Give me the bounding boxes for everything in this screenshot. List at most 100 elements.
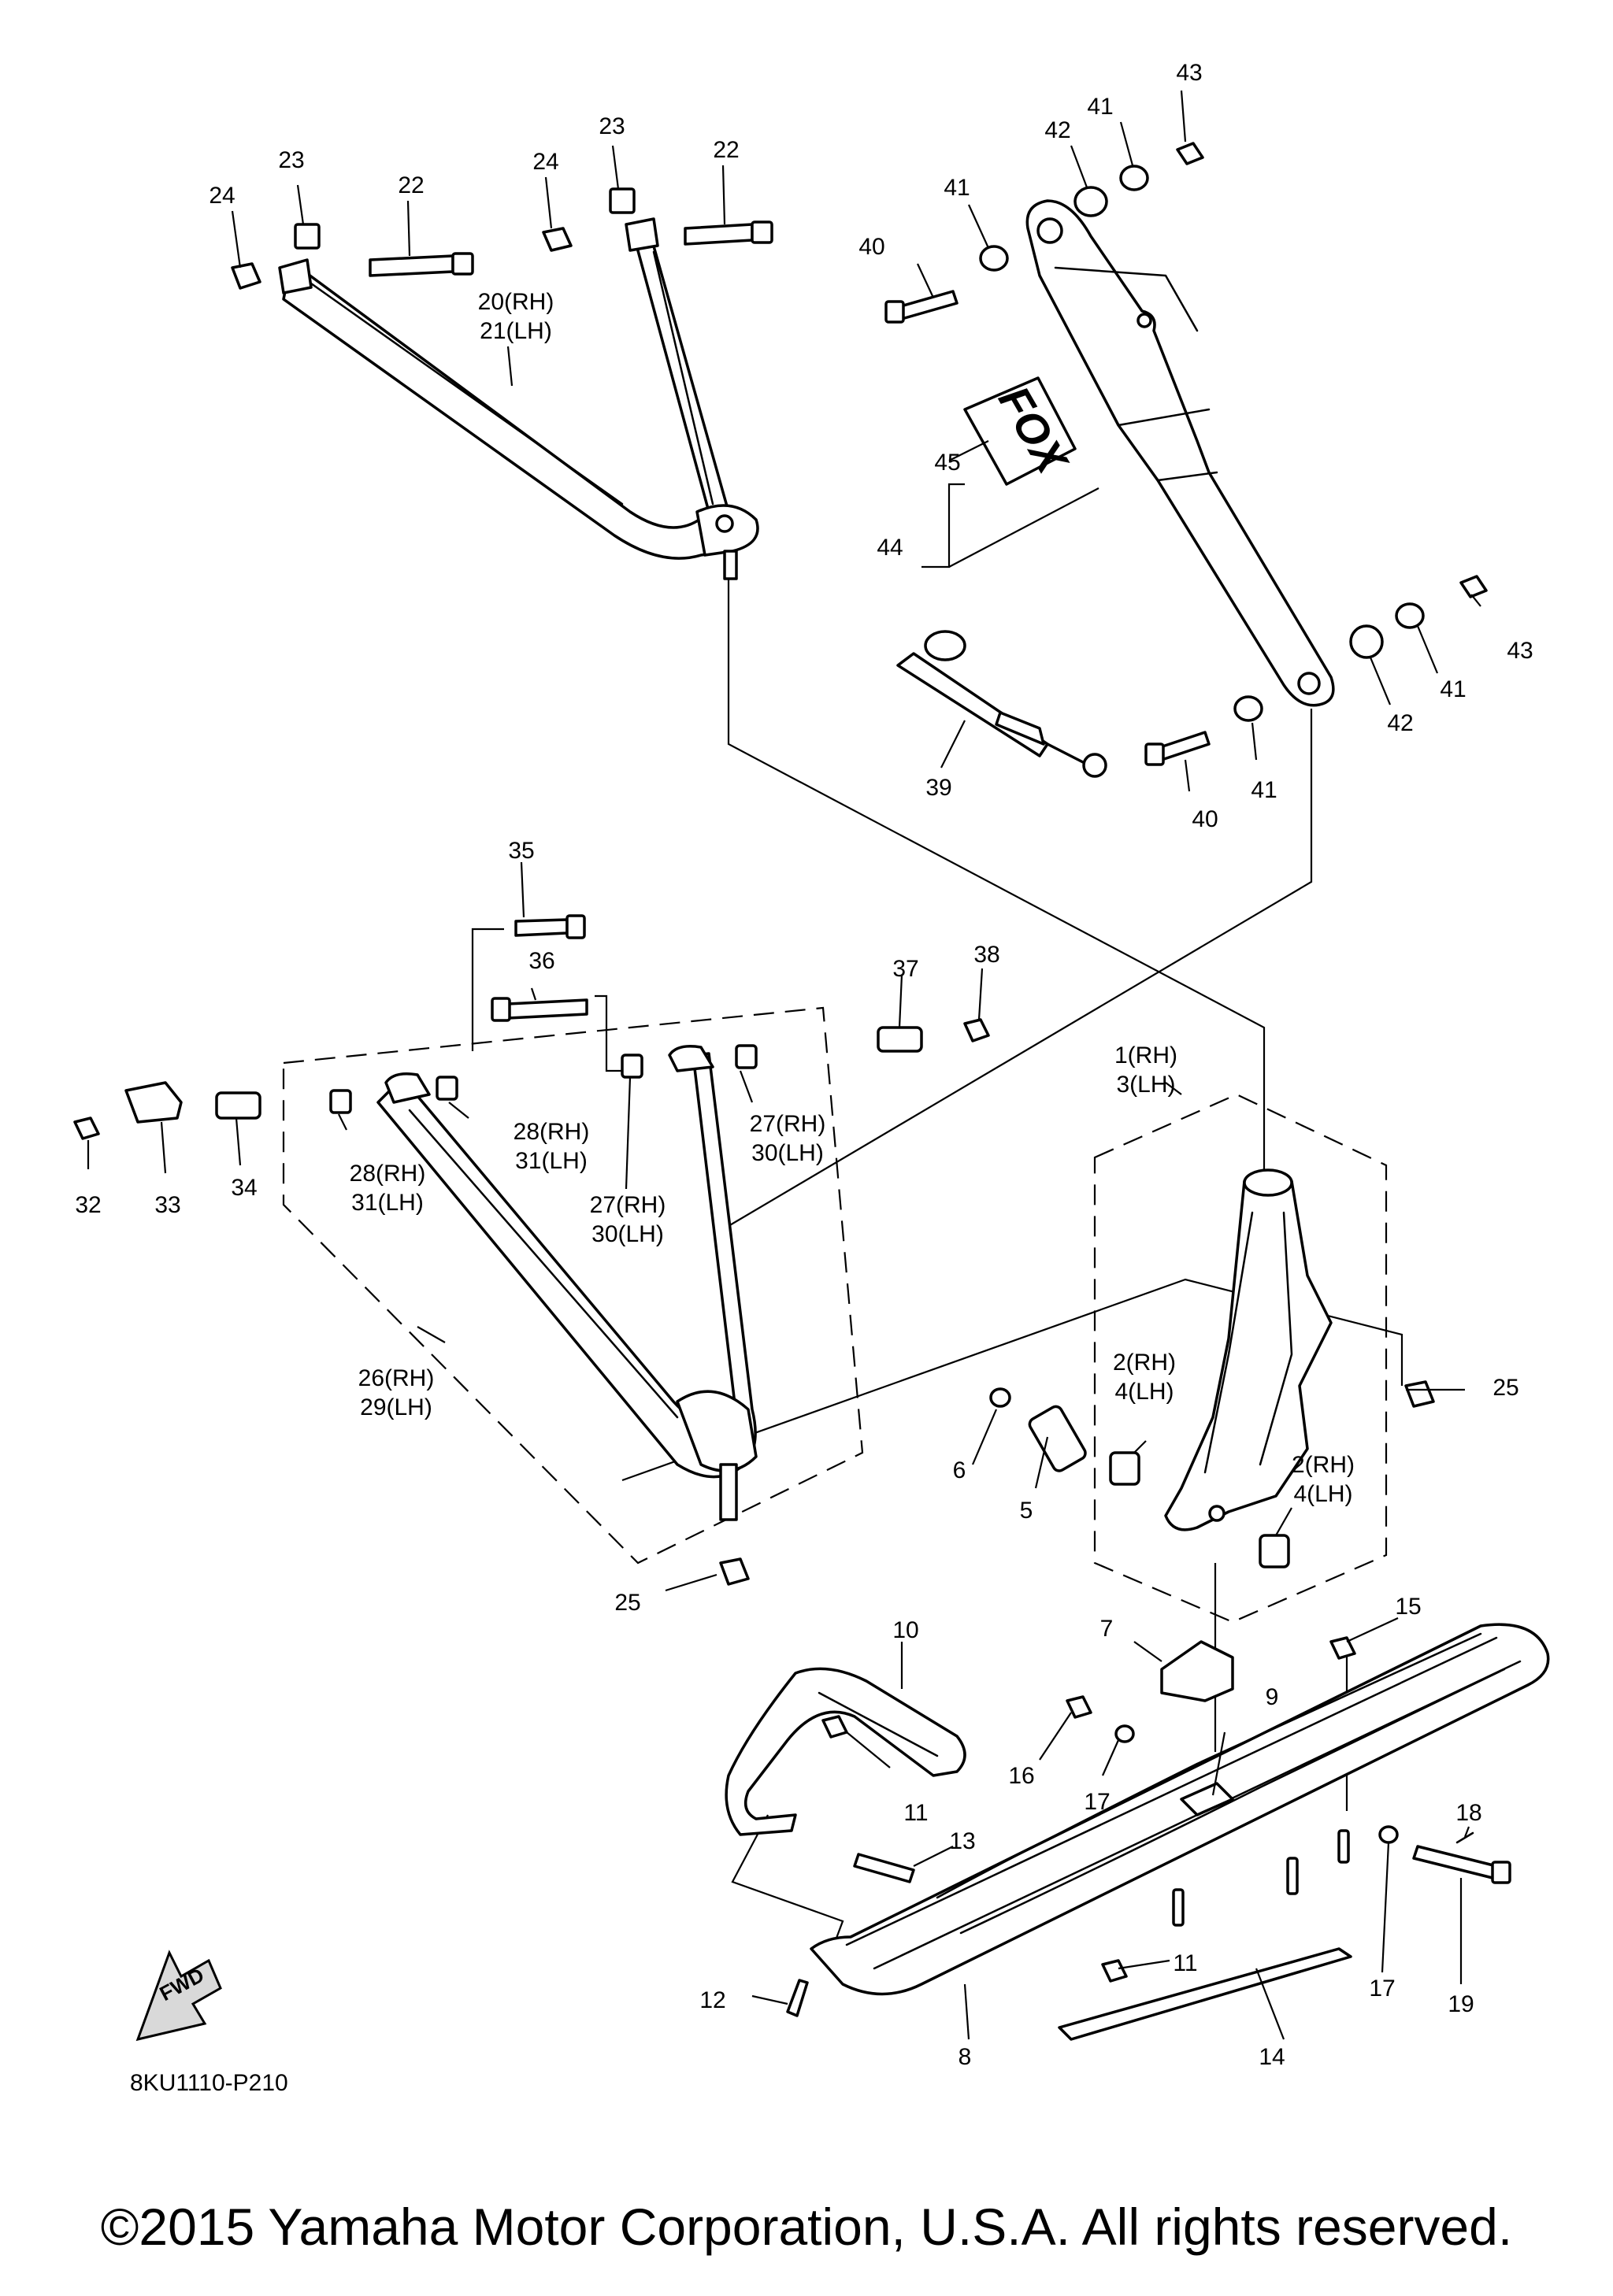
washer-41-upper-right <box>1119 165 1149 191</box>
callout-27-rh-left: 27(RH) <box>590 1192 666 1218</box>
bushing-2-4-lower <box>1259 1534 1290 1568</box>
callout-42-upper: 42 <box>1044 117 1070 143</box>
callout-25-upper: 25 <box>1492 1375 1518 1401</box>
callout-41-upper-left: 41 <box>944 175 970 201</box>
callout-30-lh-left: 30(LH) <box>591 1221 664 1247</box>
callout-10: 10 <box>892 1617 918 1643</box>
callout-43-upper: 43 <box>1176 60 1202 86</box>
callout-23-left: 23 <box>278 147 304 173</box>
callout-7: 7 <box>1100 1616 1114 1642</box>
callout-30-lh-right: 30(LH) <box>751 1140 824 1166</box>
callout-13: 13 <box>949 1828 975 1854</box>
washer-17-left <box>1114 1724 1135 1743</box>
callout-37: 37 <box>892 956 918 982</box>
callout-4-lh-lower: 4(LH) <box>1293 1481 1352 1507</box>
bolt-13 <box>853 1853 915 1883</box>
steering-link-39 <box>896 630 1107 778</box>
lower-arm-assembly-box <box>282 1006 864 1565</box>
washer-17-right <box>1378 1825 1399 1844</box>
callout-16: 16 <box>1008 1763 1034 1789</box>
callout-2-rh-upper: 2(RH) <box>1113 1350 1176 1376</box>
bolt-22-right <box>684 223 754 246</box>
callout-22-right: 22 <box>713 137 739 163</box>
bracket-33 <box>124 1081 183 1124</box>
shock-hardware <box>884 142 1488 766</box>
ski-saddle-7 <box>1160 1640 1234 1702</box>
callout-11-loop: 11 <box>903 1800 928 1826</box>
callout-28-rh-right: 28(RH) <box>514 1119 590 1145</box>
bushing-28-31-left <box>329 1089 352 1114</box>
callout-31-lh-left: 31(LH) <box>351 1190 424 1216</box>
callout-3-lh: 3(LH) <box>1116 1072 1175 1098</box>
callout-39: 39 <box>925 775 951 801</box>
ski-mount-plate <box>1180 1782 1234 1816</box>
lower-a-arm <box>376 1045 758 1521</box>
callout-43-lower: 43 <box>1507 638 1533 664</box>
nut-16 <box>1066 1695 1092 1719</box>
callouts: 24 23 22 24 23 22 20(RH) 21(LH) 43 41 42… <box>75 60 1533 2096</box>
ski-loop-10 <box>725 1667 966 1836</box>
pin-18 <box>1455 1831 1474 1844</box>
bolt-40-lower <box>1156 731 1211 761</box>
spindle <box>989 1168 1333 1568</box>
callout-9: 9 <box>1266 1684 1279 1710</box>
callout-17-left: 17 <box>1084 1789 1110 1815</box>
collar-5 <box>1028 1405 1087 1472</box>
bushing-28-31-right <box>436 1076 458 1101</box>
bolt-35 <box>514 918 569 937</box>
washer-41-lower-left <box>1233 695 1263 722</box>
callout-40-lower: 40 <box>1192 806 1218 832</box>
bushing-27-30-left <box>621 1054 643 1079</box>
nut-11-loop <box>821 1715 848 1739</box>
callout-15: 15 <box>1395 1594 1421 1620</box>
bushing-42-lower <box>1349 624 1384 659</box>
washer-6 <box>989 1387 1011 1408</box>
callout-38: 38 <box>973 942 999 968</box>
nut-24-right <box>542 227 573 252</box>
ski-assembly <box>810 1623 1550 2041</box>
lower-arm-hardware <box>73 914 1435 1586</box>
callout-20-rh: 20(RH) <box>478 289 554 315</box>
callout-27-rh-right: 27(RH) <box>750 1111 826 1137</box>
nut-25-lower <box>719 1557 750 1586</box>
bushing-42-upper <box>1073 186 1108 217</box>
fwd-arrow: FWD <box>135 1950 222 2042</box>
collar-34 <box>215 1091 261 1120</box>
callout-25-lower: 25 <box>614 1590 640 1616</box>
collar-37 <box>877 1026 923 1053</box>
ski-hardware <box>786 1636 1511 2017</box>
screw-12 <box>786 1979 809 2017</box>
callout-35: 35 <box>508 838 534 864</box>
callout-33: 33 <box>154 1192 180 1218</box>
collar-23-right <box>609 187 636 214</box>
upper-arm-hardware <box>231 187 773 290</box>
callout-5: 5 <box>1020 1498 1033 1524</box>
callout-44: 44 <box>877 535 903 561</box>
bushing-2-4-upper <box>1109 1451 1140 1486</box>
callout-22-left: 22 <box>398 172 424 198</box>
callout-1-rh: 1(RH) <box>1114 1042 1177 1068</box>
callout-45: 45 <box>934 450 960 476</box>
nut-43-upper <box>1176 142 1204 165</box>
fox-decal: FOX <box>963 376 1079 486</box>
callout-18: 18 <box>1455 1800 1481 1826</box>
callout-41-upper-right: 41 <box>1087 94 1113 120</box>
callout-40-upper: 40 <box>858 234 884 260</box>
callout-2-rh-lower: 2(RH) <box>1292 1452 1355 1478</box>
callout-21-lh: 21(LH) <box>480 318 552 344</box>
upper-a-arm <box>278 217 759 580</box>
nut-24-left <box>231 262 261 290</box>
callout-12: 12 <box>699 1987 725 2013</box>
callout-24-right: 24 <box>532 149 558 175</box>
callout-23-right: 23 <box>599 113 625 139</box>
washer-41-lower-right <box>1395 602 1425 629</box>
callout-29-lh: 29(LH) <box>360 1394 432 1420</box>
shock-absorber <box>1025 199 1335 707</box>
callout-32: 32 <box>75 1192 101 1218</box>
callout-31-lh-right: 31(LH) <box>515 1148 588 1174</box>
callout-leaders <box>87 90 1481 2040</box>
callout-14: 14 <box>1259 2044 1285 2070</box>
washer-41-upper-left <box>979 245 1009 272</box>
spindle-assembly-box <box>1093 1093 1388 1624</box>
